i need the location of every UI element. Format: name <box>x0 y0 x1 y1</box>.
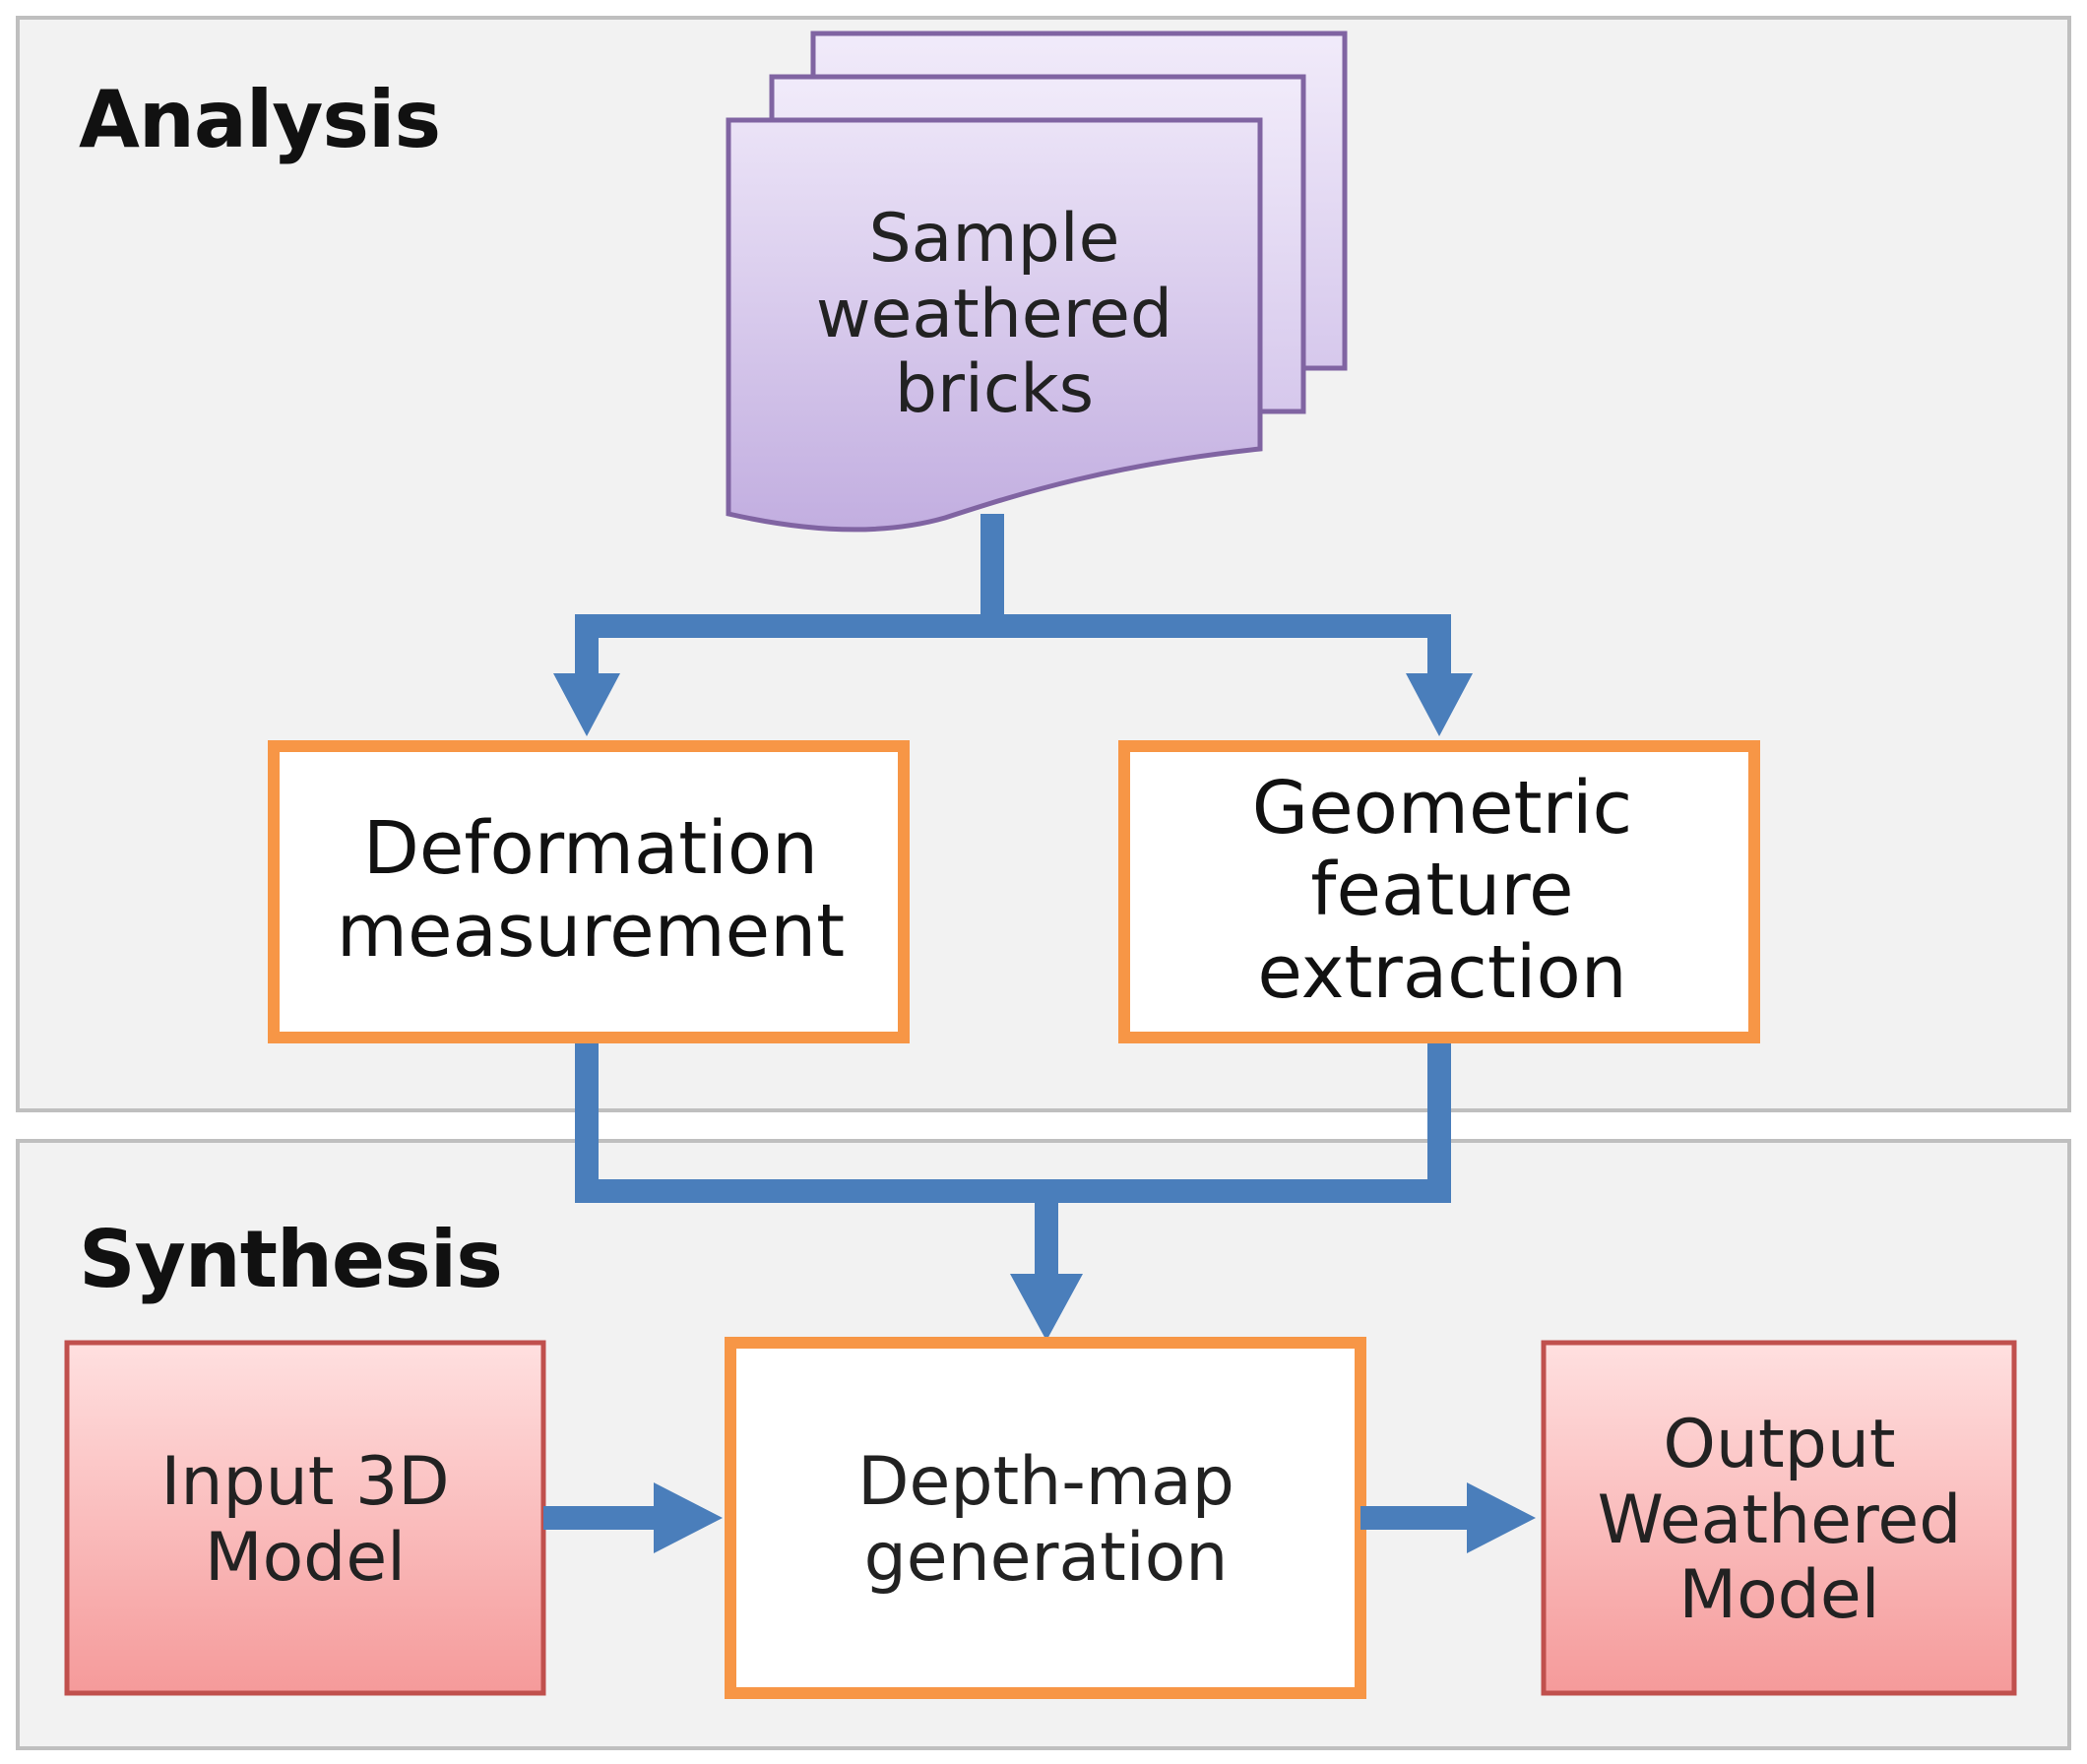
deformation-label-line: Deformation <box>362 806 819 892</box>
synthesis-title: Synthesis <box>79 1214 503 1305</box>
connector-line-left <box>575 614 992 679</box>
arrowhead-to-depth <box>1010 1274 1083 1341</box>
input-model-label: Input 3D Model <box>69 1354 541 1688</box>
arrowhead-to-geometric <box>1406 673 1473 736</box>
depth-map-label-line: generation <box>863 1519 1229 1597</box>
connector-line-from-deformation <box>575 1043 1046 1203</box>
geometric-label: Geometric feature extraction <box>1132 758 1752 1024</box>
geometric-box <box>1118 740 1760 1043</box>
merge-connector <box>575 1043 1451 1280</box>
input-model-label-line: Input 3D <box>160 1443 450 1522</box>
depth-map-box <box>725 1337 1366 1699</box>
output-model-box <box>1541 1340 2017 1696</box>
analysis-title: Analysis <box>79 74 441 165</box>
input-model-label-line: Model <box>204 1519 407 1597</box>
split-connector <box>575 514 1451 679</box>
geometric-label-line: extraction <box>1257 929 1627 1015</box>
input-model-box <box>64 1340 546 1696</box>
depth-map-label: Depth-map generation <box>733 1354 1359 1688</box>
deformation-label: Deformation measurement <box>281 758 901 1024</box>
depth-map-label-line: Depth-map <box>857 1443 1234 1522</box>
output-model-label-line: Weathered <box>1597 1480 1962 1559</box>
deformation-label-line: measurement <box>336 889 846 974</box>
sample-label-line: weathered <box>815 275 1173 353</box>
sample-label: Sample weathered bricks <box>728 187 1260 443</box>
connector-line-right <box>992 614 1451 679</box>
document-front-page <box>726 117 1263 533</box>
sample-label-line: bricks <box>894 350 1095 429</box>
output-model-label-line: Output <box>1663 1405 1896 1483</box>
geometric-label-line: feature <box>1310 848 1574 933</box>
geometric-label-line: Geometric <box>1251 765 1633 850</box>
sample-label-line: Sample <box>868 199 1120 278</box>
arrowhead-input-to-depth <box>654 1482 723 1553</box>
output-model-label-line: Model <box>1678 1556 1880 1635</box>
arrowhead-to-deformation <box>553 673 620 736</box>
arrowhead-depth-to-output <box>1467 1482 1536 1553</box>
connector-line-from-geometric <box>1046 1043 1451 1203</box>
deformation-box <box>268 740 910 1043</box>
sample-document-stack <box>726 31 1348 533</box>
output-model-label: Output Weathered Model <box>1546 1354 2013 1688</box>
